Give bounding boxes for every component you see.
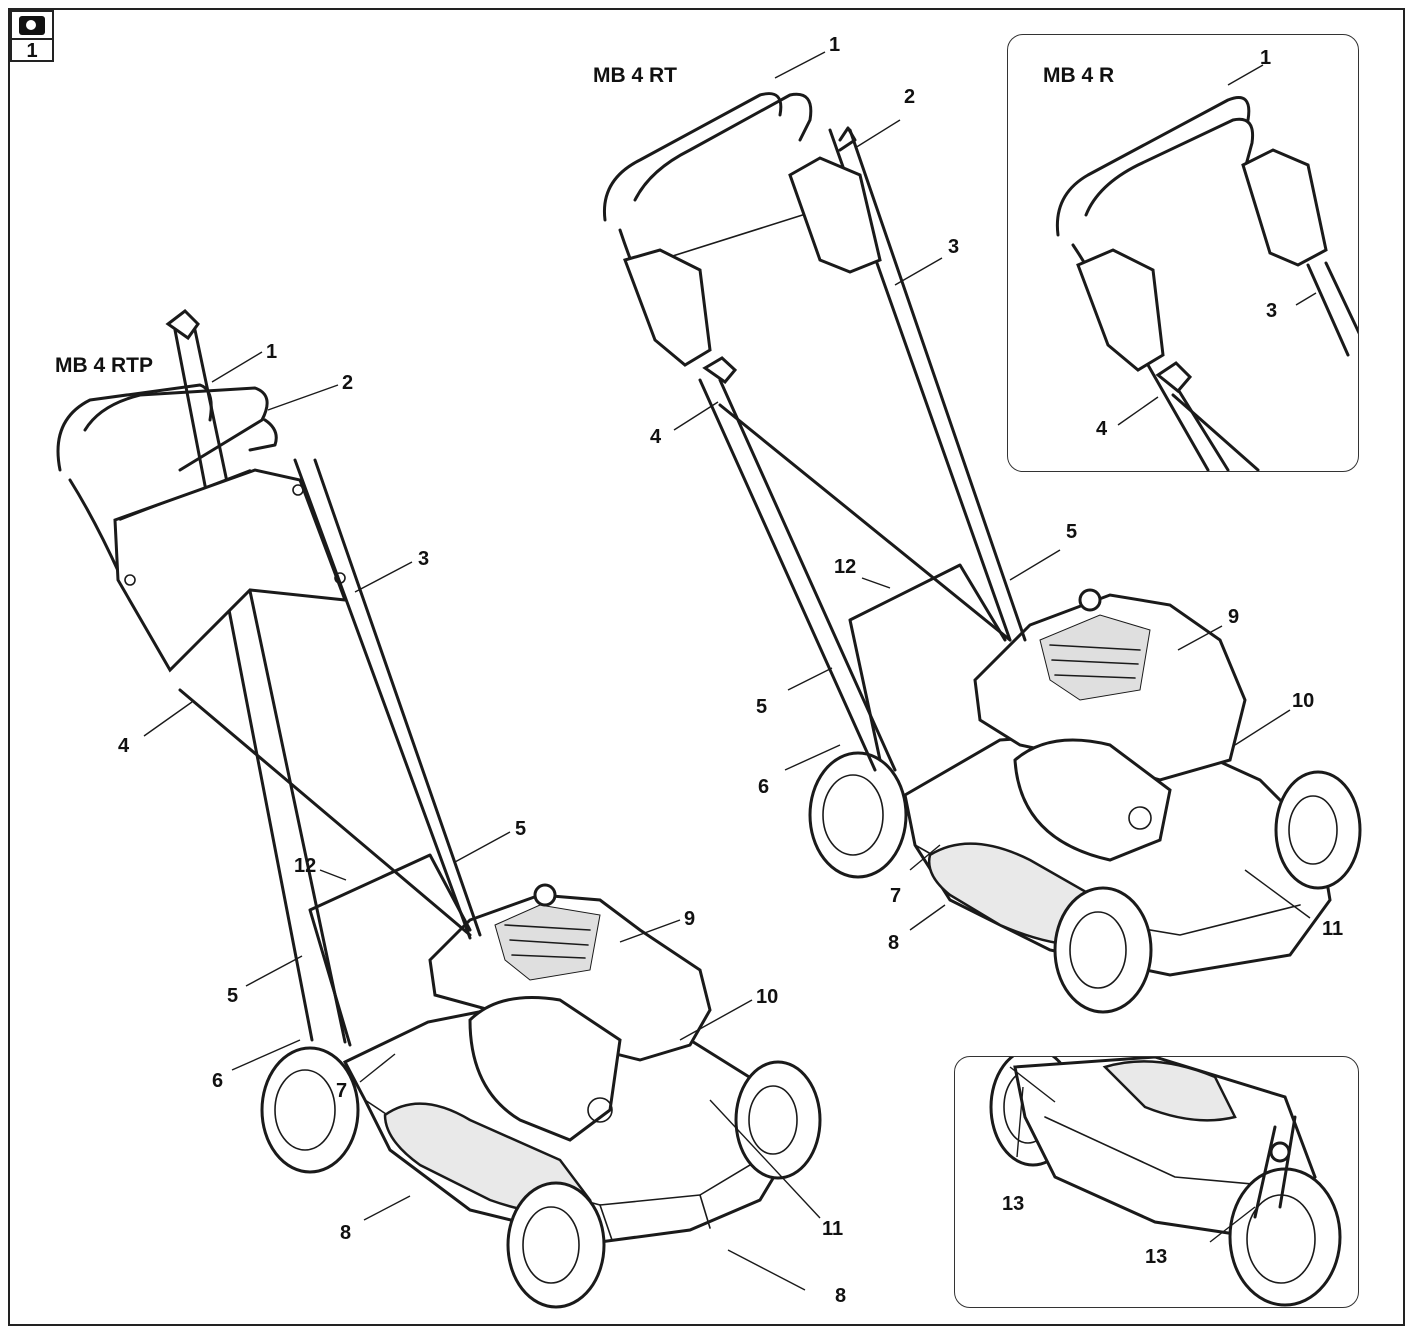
callout-rt-12: 12 [834, 556, 857, 578]
inset-mb4r [1007, 34, 1359, 472]
callout-rt-4: 4 [650, 426, 662, 448]
inset-mb4r-drawing [1055, 64, 1358, 471]
callout-rt-10: 10 [1292, 690, 1315, 712]
figure-badge: 1 [10, 10, 54, 62]
callout-rtp-6: 6 [212, 1070, 224, 1092]
callout-rt-7: 7 [890, 885, 902, 907]
callout-rtp-7: 7 [336, 1080, 348, 1102]
callout-rtp-5a: 5 [515, 818, 527, 840]
callout-r-1: 1 [1260, 47, 1272, 69]
callout-rtp-11: 11 [822, 1218, 844, 1240]
callout-rt-9: 9 [1228, 606, 1240, 628]
callout-rtp-8a: 8 [340, 1222, 352, 1244]
camera-icon [19, 16, 45, 35]
figure-number: 1 [12, 38, 52, 62]
model-title-rtp: MB 4 RTP [55, 354, 154, 377]
callout-r-3: 3 [1266, 300, 1278, 322]
callout-rtp-8b: 8 [835, 1285, 847, 1307]
inset-detail-13 [954, 1056, 1359, 1308]
callout-rt-11: 11 [1322, 918, 1344, 940]
callout-rtp-9: 9 [684, 908, 696, 930]
callout-rt-5a: 5 [1066, 521, 1078, 543]
callout-rtp-4: 4 [118, 735, 130, 757]
callout-rtp-5b: 5 [227, 985, 239, 1007]
callout-detail-13a: 13 [1002, 1193, 1025, 1215]
callout-rt-3: 3 [948, 236, 960, 258]
model-title-r: MB 4 R [1043, 64, 1115, 87]
callout-rt-8: 8 [888, 932, 900, 954]
callout-rtp-12: 12 [294, 855, 317, 877]
callout-detail-13b: 13 [1145, 1246, 1168, 1268]
inset-detail-drawing [989, 1057, 1342, 1307]
callout-rt-2: 2 [904, 86, 916, 108]
callout-rtp-1: 1 [266, 341, 278, 363]
model-title-rt: MB 4 RT [593, 64, 677, 87]
callout-r-4: 4 [1096, 418, 1108, 440]
figure-frame [8, 8, 1405, 1326]
callout-rt-1: 1 [829, 34, 841, 56]
callout-rt-6: 6 [758, 776, 770, 798]
callout-rt-5b: 5 [756, 696, 768, 718]
callout-rtp-2: 2 [342, 372, 354, 394]
callout-rtp-10: 10 [756, 986, 779, 1008]
callout-rtp-3: 3 [418, 548, 430, 570]
